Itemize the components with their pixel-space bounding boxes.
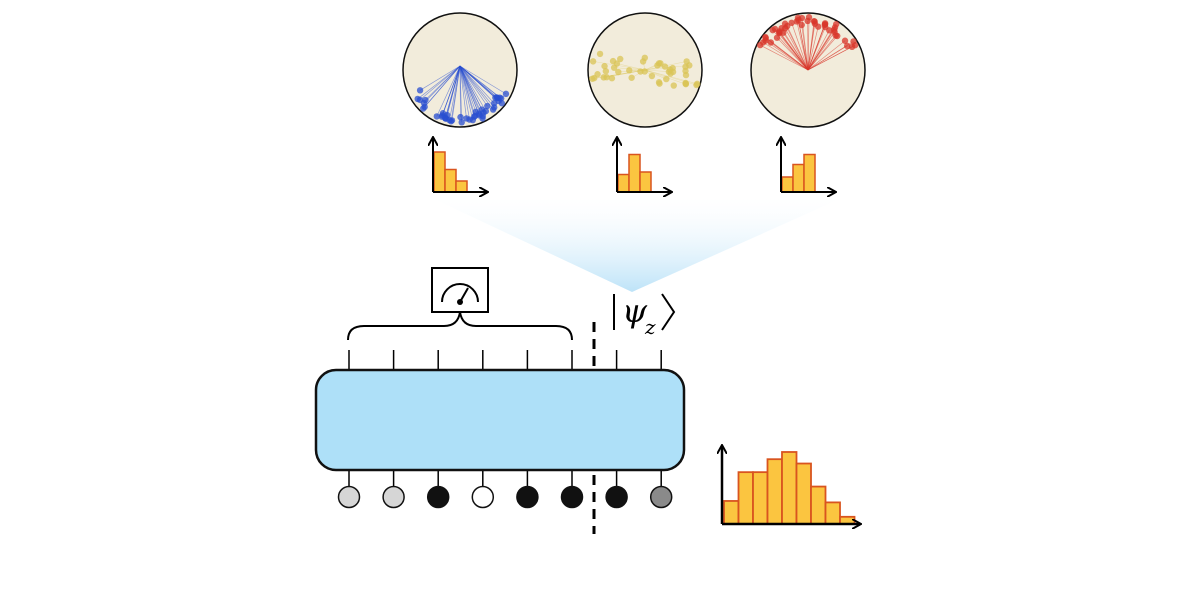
qubit-4 [471,485,495,509]
mini-histogram-3 [781,138,835,192]
bloch-sphere-bottom [402,12,518,128]
histogram-bar [781,451,798,525]
qubit-5 [516,485,539,509]
bloch-sphere-top [750,12,866,128]
bloch-sphere-equator [587,12,703,128]
measurement-meter-icon [431,267,489,313]
mini-bar [617,173,630,193]
qubit-1 [337,485,361,509]
mini-bar [433,151,446,193]
histogram-bar [810,485,827,525]
measurement-brace [347,311,573,341]
state-subscript: z [644,315,656,339]
qubit-6 [560,485,584,509]
state-label: ψ z [613,292,676,339]
outcome-histogram [722,446,860,524]
histogram-bar [824,501,841,525]
histogram-bar [766,458,783,525]
quantum-circuit-block [314,368,686,472]
qubit-3 [426,485,450,509]
projection-wedge [432,198,842,292]
qubit-legs [348,350,662,486]
mini-bar [444,168,457,193]
histogram-bar [752,471,769,525]
mini-histograms [433,138,835,192]
mini-bar [628,153,641,193]
histogram-bar [737,471,754,525]
mini-bar [781,176,794,193]
qubit-row [337,485,673,509]
mini-bar [803,153,816,193]
mini-bar [639,171,652,193]
histogram-bar [723,500,740,525]
qubit-2 [382,485,405,509]
mini-bar [792,163,805,193]
qubit-7 [605,485,628,509]
mini-histogram-2 [617,138,671,192]
histogram-bar [795,462,812,525]
mini-histogram-1 [433,138,487,192]
bloch-spheres [402,12,866,128]
mini-bar [455,180,468,193]
state-psi: ψ [622,292,648,330]
qubit-8 [649,485,673,509]
